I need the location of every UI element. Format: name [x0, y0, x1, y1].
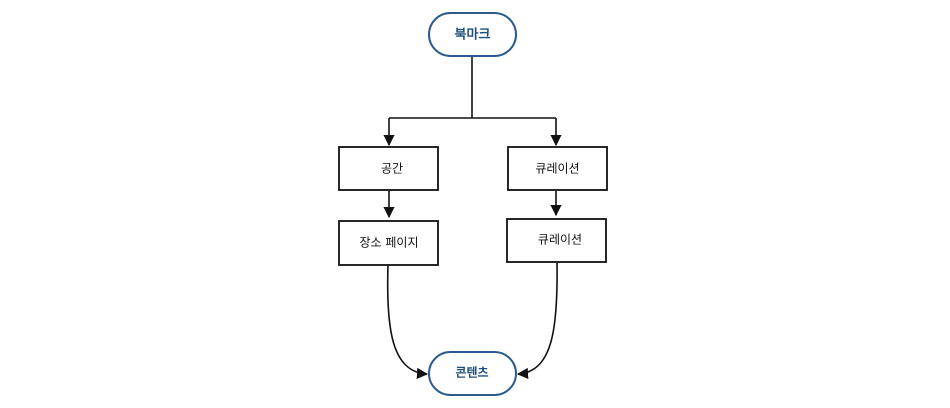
node-curation-top-label: 큐레이션 — [535, 162, 579, 176]
node-place-page-shape — [338, 220, 439, 266]
node-bookmark: 북마크 — [428, 12, 517, 57]
node-space-shape — [338, 146, 439, 191]
node-curation-bottom-label: 큐레이션 — [538, 233, 582, 247]
node-bookmark-label: 북마크 — [455, 27, 491, 43]
node-curation-top-shape — [507, 146, 608, 191]
node-curation-top: 큐레이션 — [507, 146, 608, 191]
node-space-label: 공간 — [381, 162, 403, 176]
node-bookmark-shape — [428, 12, 517, 57]
edges — [383, 57, 562, 380]
edge-place-page-to-content — [386, 264, 429, 380]
node-curation-bottom: 큐레이션 — [506, 218, 607, 263]
edge-curation-to-content — [516, 262, 558, 379]
node-curation-bottom-shape — [506, 218, 607, 263]
node-place-page-label: 장소 페이지 — [359, 236, 418, 250]
node-content-shape — [428, 351, 517, 396]
node-content-label: 콘텐츠 — [455, 365, 488, 380]
node-content: 콘텐츠 — [428, 351, 517, 396]
node-space: 공간 — [338, 146, 439, 191]
node-place-page: 장소 페이지 — [338, 220, 439, 266]
